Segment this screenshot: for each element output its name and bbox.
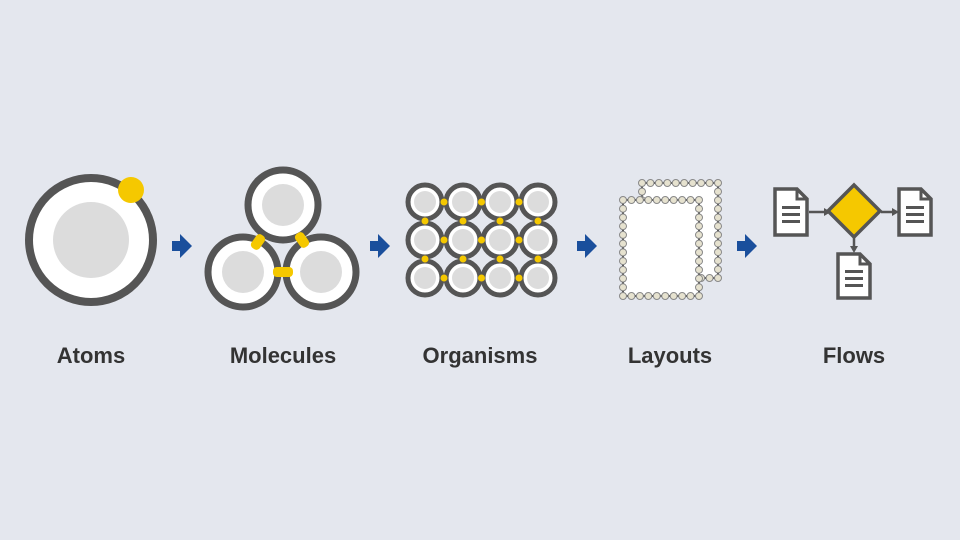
- stage-label-atoms: Atoms: [56, 343, 126, 368]
- molecule-icon: [204, 166, 360, 311]
- document-icon: [897, 187, 933, 237]
- arrow-icon: [737, 234, 757, 258]
- arrow-icon: [577, 234, 597, 258]
- document-icon: [836, 252, 872, 300]
- document-icon: [773, 187, 809, 237]
- stage-label-flows: Flows: [822, 343, 886, 368]
- stage-label-organisms: Organisms: [422, 343, 538, 368]
- layout-icon: [619, 179, 722, 300]
- arrow-icon: [370, 234, 390, 258]
- stage-label-layouts: Layouts: [627, 343, 713, 368]
- organism-icon: [405, 182, 558, 298]
- flow-icon: [773, 182, 933, 300]
- arrow-icon: [172, 234, 192, 258]
- atom-icon: [25, 174, 157, 306]
- stage-label-molecules: Molecules: [229, 343, 337, 368]
- decision-diamond: [825, 182, 883, 240]
